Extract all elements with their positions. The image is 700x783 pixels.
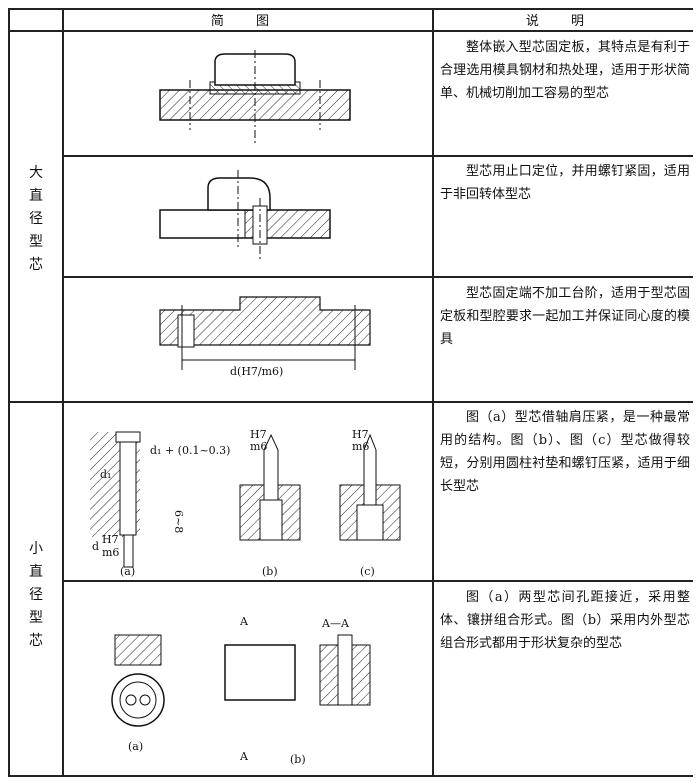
- row-divider: [62, 580, 693, 582]
- diagram-integral-embedded-core: [159, 50, 351, 145]
- header-divider: [8, 30, 693, 32]
- caption-b: (b): [290, 753, 306, 766]
- label-length: 6~8: [172, 510, 185, 533]
- section-title: A—A: [321, 617, 350, 630]
- row-2-description: 型芯用止口定位，并用螺钉紧固，适用于非回转体型芯: [440, 164, 690, 202]
- row-1-description: 整体嵌入型芯固定板，其特点是有利于合理选用模具钢材和热处理，适用于形状简单、机械…: [440, 40, 690, 101]
- label-m6: m6: [250, 440, 267, 453]
- label-d: d: [92, 540, 99, 553]
- table-border-bottom: [8, 775, 693, 777]
- table-border-left: [8, 8, 10, 776]
- label-h7: H7: [102, 533, 119, 546]
- diagram-no-step-core: d(H7/m6): [159, 296, 371, 378]
- section-mark-top: A: [239, 615, 249, 628]
- label-m6: m6: [352, 440, 369, 453]
- row-3-description: 型芯固定端不加工台阶，适用于型芯固定板和型腔要求一起加工并保证同心度的模具: [440, 286, 690, 347]
- caption-b: (b): [262, 565, 278, 578]
- label-h7: H7: [250, 428, 267, 441]
- col-divider: [432, 8, 434, 776]
- section-mark-bottom: A: [239, 750, 249, 763]
- caption-a: (a): [128, 740, 143, 753]
- col-divider: [62, 8, 64, 776]
- header-description: 说 明: [525, 14, 599, 29]
- caption-a: (a): [120, 565, 135, 578]
- dimension-label: d(H7/m6): [230, 365, 283, 378]
- label-m6: m6: [102, 546, 119, 559]
- diagram-small-core-shoulder: d₁ + (0.1~0.3) d₁ 6~8 d H7 m6 (a) H7 m6 …: [90, 428, 401, 578]
- row-5-description: 图（a）两型芯间孔距接近，采用整体、镶拼组合形式。图（b）采用内外型芯组合形式都…: [440, 590, 690, 651]
- group-label-small-core: 小直径型芯: [29, 541, 43, 649]
- label-d1-tolerance: d₁ + (0.1~0.3): [150, 444, 230, 457]
- label-h7: H7: [352, 428, 369, 441]
- diagram-combined-cores: (a) A A A—A (b): [111, 615, 371, 766]
- row-divider: [62, 155, 693, 157]
- group-label-large-core: 大直径型芯: [29, 165, 43, 273]
- header-diagram: 简 图: [210, 14, 284, 29]
- table-border-top: [8, 8, 693, 10]
- group-divider: [8, 401, 693, 403]
- row-divider: [62, 276, 693, 278]
- row-4-description: 图（a）型芯借轴肩压紧，是一种最常用的结构。图（b）、图（c）型芯做得较短，分别…: [440, 410, 690, 494]
- label-d1: d₁: [100, 468, 111, 481]
- caption-c: (c): [360, 565, 375, 578]
- diagram-spigot-screw-core: [159, 170, 331, 260]
